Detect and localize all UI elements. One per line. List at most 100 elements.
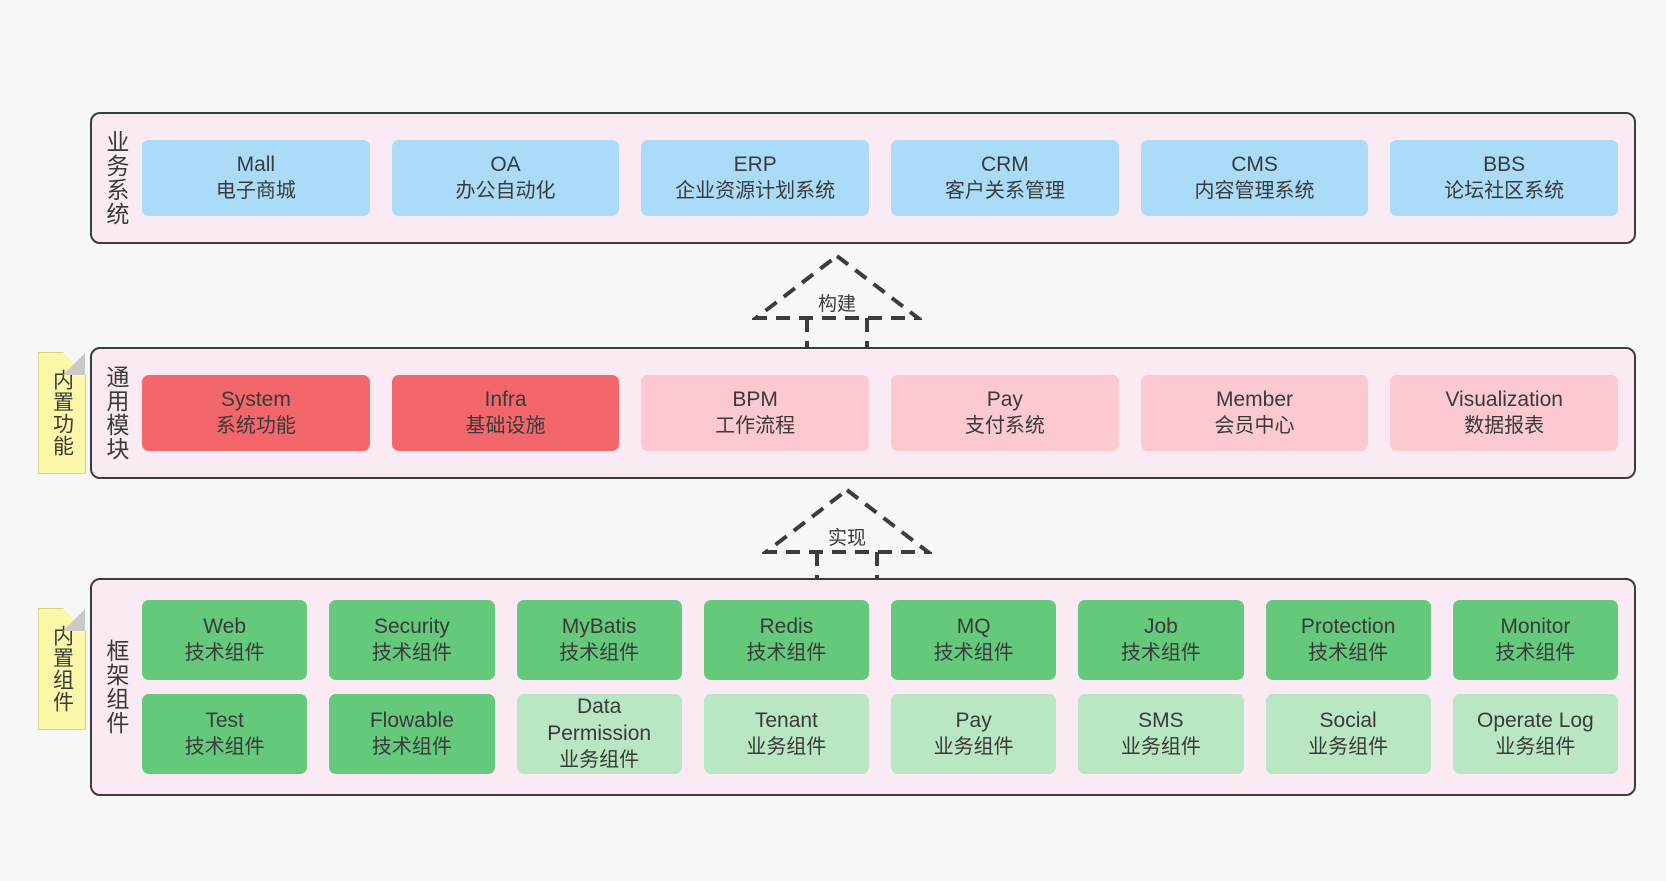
layer-body-common-module: System 系统功能 Infra 基础设施 BPM 工作流程 Pay 支付系统… xyxy=(138,349,1634,477)
component-subtitle: 技术组件 xyxy=(1495,641,1576,664)
component-name: MyBatis xyxy=(561,614,637,638)
component-box-mq[interactable]: MQ 技术组件 xyxy=(891,600,1057,680)
component-box-pay[interactable]: Pay 业务组件 xyxy=(891,694,1057,774)
note-fold-corner xyxy=(63,608,86,631)
module-subtitle: 支付系统 xyxy=(964,414,1045,437)
module-name: Mall xyxy=(236,152,276,176)
component-subtitle: 技术组件 xyxy=(933,641,1014,664)
module-box-mall[interactable]: Mall 电子商城 xyxy=(142,140,370,216)
component-box-protection[interactable]: Protection 技术组件 xyxy=(1265,600,1431,680)
component-box-sms[interactable]: SMS 业务组件 xyxy=(1078,694,1244,774)
component-box-data-permission[interactable]: Data Permission 业务组件 xyxy=(516,694,682,774)
module-box-visualization[interactable]: Visualization 数据报表 xyxy=(1390,375,1619,451)
component-subtitle: 业务组件 xyxy=(1308,735,1389,758)
module-name: Member xyxy=(1216,387,1294,411)
module-subtitle: 内容管理系统 xyxy=(1194,179,1315,202)
layer-title-business-system: 业务系统 xyxy=(102,130,129,226)
component-subtitle: 技术组件 xyxy=(371,641,452,664)
module-box-crm[interactable]: CRM 客户关系管理 xyxy=(891,140,1119,216)
connector-arrowhead xyxy=(762,487,932,554)
connector-stem xyxy=(805,318,869,348)
component-name: Pay xyxy=(955,708,992,732)
module-subtitle: 工作流程 xyxy=(715,414,796,437)
module-subtitle: 基础设施 xyxy=(465,414,546,437)
component-box-test[interactable]: Test 技术组件 xyxy=(142,694,308,774)
component-subtitle: 技术组件 xyxy=(1120,641,1201,664)
module-box-cms[interactable]: CMS 内容管理系统 xyxy=(1140,140,1369,216)
component-subtitle: 业务组件 xyxy=(746,735,827,758)
component-name: Redis xyxy=(759,614,814,638)
module-subtitle: 客户关系管理 xyxy=(944,179,1065,202)
module-box-bpm[interactable]: BPM 工作流程 xyxy=(641,375,870,451)
module-box-infra[interactable]: Infra 基础设施 xyxy=(391,375,620,451)
module-box-system[interactable]: System 系统功能 xyxy=(142,375,370,451)
module-name: BPM xyxy=(732,387,778,411)
module-name: CMS xyxy=(1231,152,1278,176)
module-subtitle: 电子商城 xyxy=(215,179,296,202)
component-subtitle: 技术组件 xyxy=(184,641,265,664)
module-name: System xyxy=(220,387,291,411)
component-box-mybatis[interactable]: MyBatis 技术组件 xyxy=(516,600,682,680)
module-box-bbs[interactable]: BBS 论坛社区系统 xyxy=(1390,140,1619,216)
component-box-web[interactable]: Web 技术组件 xyxy=(142,600,308,680)
connector-arrowhead xyxy=(752,253,922,320)
layer-row: Mall 电子商城 OA 办公自动化 ERP 企业资源计划系统 CRM 客户关系… xyxy=(142,140,1619,216)
component-name: MQ xyxy=(956,614,991,638)
component-subtitle: 业务组件 xyxy=(1495,735,1576,758)
component-name: Data Permission xyxy=(547,695,652,746)
module-name: OA xyxy=(490,152,521,176)
module-name: CRM xyxy=(980,152,1029,176)
layer-row: Test 技术组件 Flowable 技术组件 Data Permission … xyxy=(142,694,1618,774)
module-box-oa[interactable]: OA 办公自动化 xyxy=(391,140,620,216)
note-fold-corner xyxy=(63,352,86,375)
component-box-tenant[interactable]: Tenant 业务组件 xyxy=(703,694,869,774)
component-name: SMS xyxy=(1138,708,1184,732)
layer-row: System 系统功能 Infra 基础设施 BPM 工作流程 Pay 支付系统… xyxy=(142,375,1619,451)
component-name: Test xyxy=(205,708,244,732)
component-box-job[interactable]: Job 技术组件 xyxy=(1078,600,1244,680)
connector-implement xyxy=(762,487,932,582)
component-name: Operate Log xyxy=(1476,708,1594,732)
component-subtitle: 技术组件 xyxy=(371,735,452,758)
component-box-social[interactable]: Social 业务组件 xyxy=(1265,694,1431,774)
component-box-security[interactable]: Security 技术组件 xyxy=(329,600,495,680)
connector-label-build: 构建 xyxy=(818,294,857,315)
module-subtitle: 数据报表 xyxy=(1464,414,1545,437)
component-name: Social xyxy=(1319,708,1377,732)
component-subtitle: 技术组件 xyxy=(184,735,265,758)
component-box-flowable[interactable]: Flowable 技术组件 xyxy=(329,694,495,774)
component-box-redis[interactable]: Redis 技术组件 xyxy=(703,600,869,680)
component-name: Flowable xyxy=(369,708,454,732)
module-name: Pay xyxy=(986,387,1023,411)
component-name: Job xyxy=(1143,614,1178,638)
component-name: Tenant xyxy=(754,708,818,732)
module-box-member[interactable]: Member 会员中心 xyxy=(1140,375,1369,451)
component-name: Monitor xyxy=(1500,614,1571,638)
layer-title-framework-component: 框架组件 xyxy=(102,639,129,735)
module-subtitle: 办公自动化 xyxy=(455,179,556,202)
module-box-erp[interactable]: ERP 企业资源计划系统 xyxy=(641,140,870,216)
layer-framework-component: 框架组件 Web 技术组件 Security 技术组件 MyBatis 技术组件… xyxy=(90,578,1636,796)
note-label: 内置功能 xyxy=(50,369,74,457)
component-box-operate-log[interactable]: Operate Log 业务组件 xyxy=(1452,694,1618,774)
connector-label-implement: 实现 xyxy=(828,528,867,549)
module-subtitle: 论坛社区系统 xyxy=(1444,179,1565,202)
module-subtitle: 系统功能 xyxy=(215,414,296,437)
module-subtitle: 会员中心 xyxy=(1214,414,1295,437)
component-box-monitor[interactable]: Monitor 技术组件 xyxy=(1452,600,1618,680)
component-subtitle: 业务组件 xyxy=(559,749,640,772)
module-box-pay[interactable]: Pay 支付系统 xyxy=(891,375,1119,451)
layer-business-system: 业务系统 Mall 电子商城 OA 办公自动化 ERP 企业资源计划系统 CRM… xyxy=(90,112,1636,244)
component-name: Security xyxy=(373,614,450,638)
component-name: Web xyxy=(203,614,247,638)
component-subtitle: 技术组件 xyxy=(559,641,640,664)
module-name: Visualization xyxy=(1445,387,1563,411)
component-subtitle: 业务组件 xyxy=(933,735,1014,758)
layer-common-module: 通用模块 System 系统功能 Infra 基础设施 BPM 工作流程 Pay… xyxy=(90,347,1636,479)
note-label: 内置组件 xyxy=(50,625,74,713)
layer-body-framework-component: Web 技术组件 Security 技术组件 MyBatis 技术组件 Redi… xyxy=(138,580,1634,794)
layer-title-common-module: 通用模块 xyxy=(102,365,129,461)
component-subtitle: 业务组件 xyxy=(1120,735,1201,758)
note-builtin-component: 内置组件 xyxy=(38,608,86,730)
